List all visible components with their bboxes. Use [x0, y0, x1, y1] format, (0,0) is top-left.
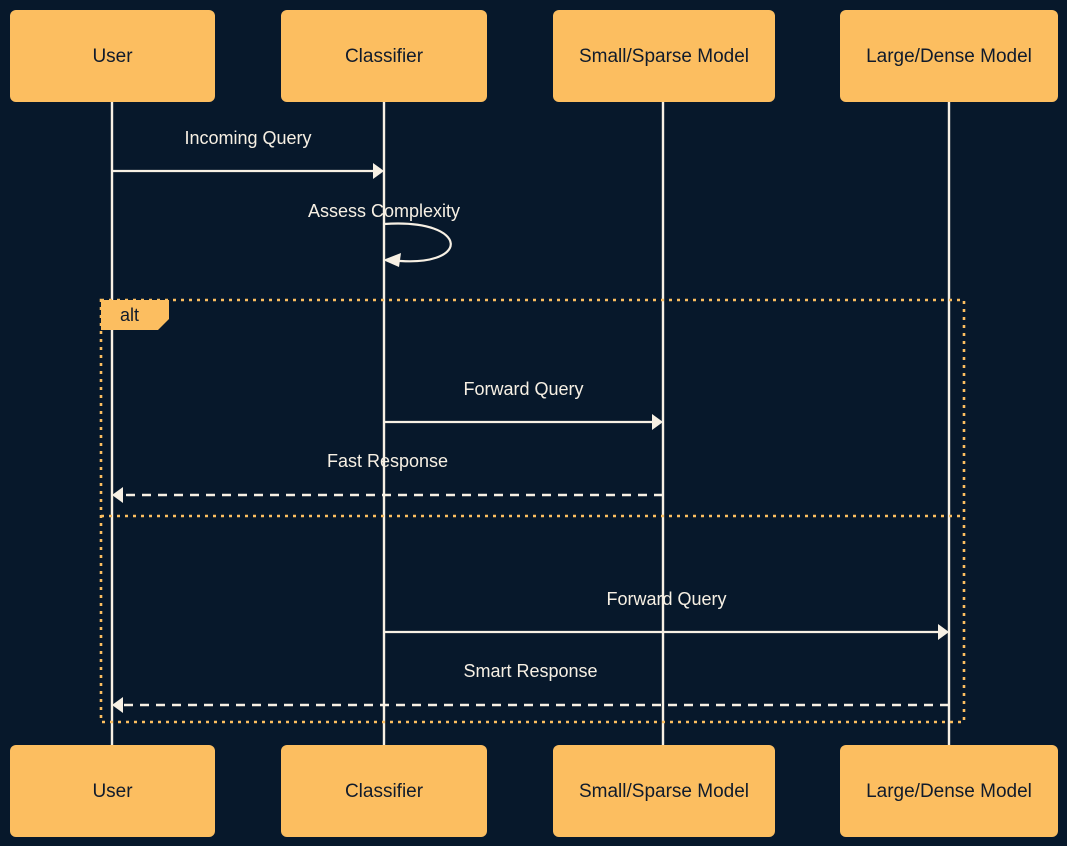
participant-label-small-bottom: Small/Sparse Model — [579, 781, 749, 802]
participant-box-small-bottom[interactable] — [553, 745, 775, 837]
arrowhead-m3 — [652, 414, 663, 430]
message-label-m5: Forward Query — [606, 589, 726, 609]
arrowhead-m6 — [112, 697, 123, 713]
participant-box-user-bottom[interactable] — [10, 745, 215, 837]
arrowhead-m4 — [112, 487, 123, 503]
participant-box-small-top[interactable] — [553, 10, 775, 102]
participant-box-classifier-top[interactable] — [281, 10, 487, 102]
participant-label-small-top: Small/Sparse Model — [579, 46, 749, 67]
alt-tag-layer: alt — [101, 300, 169, 330]
participant-label-classifier-top: Classifier — [345, 46, 424, 67]
alt-tag-label: alt — [120, 305, 139, 325]
message-label-m3: Forward Query — [463, 379, 583, 399]
alt-fragment-frame — [99, 298, 966, 724]
participant-box-classifier-bottom[interactable] — [281, 745, 487, 837]
alt-fragment-layer — [99, 298, 966, 724]
participant-box-large-bottom[interactable] — [840, 745, 1058, 837]
participant-label-classifier-bottom: Classifier — [345, 781, 424, 802]
arrowhead-m1 — [373, 163, 384, 179]
message-label-m4: Fast Response — [327, 451, 448, 471]
participant-label-large-top: Large/Dense Model — [866, 46, 1032, 67]
self-loop-m2 — [383, 222, 452, 263]
participant-label-user-bottom: User — [92, 781, 133, 802]
participant-boxes-bottom: User Classifier Small/Sparse Model Large/De… — [10, 745, 1058, 837]
message-label-m2: Assess Complexity — [308, 201, 460, 221]
participant-label-large-bottom: Large/Dense Model — [866, 781, 1032, 802]
message-label-m1: Incoming Query — [184, 128, 311, 148]
participant-boxes-top: User Classifier Small/Sparse Model Large/De… — [10, 10, 1058, 102]
alt-tag-shape — [101, 300, 169, 330]
participant-box-large-top[interactable] — [840, 10, 1058, 102]
lifelines-layer — [110, 102, 951, 745]
participant-label-user-top: User — [92, 46, 133, 67]
arrowhead-m5 — [938, 624, 949, 640]
message-label-m6: Smart Response — [463, 661, 597, 681]
participant-box-user-top[interactable] — [10, 10, 215, 102]
arrowhead-m2 — [383, 253, 401, 267]
